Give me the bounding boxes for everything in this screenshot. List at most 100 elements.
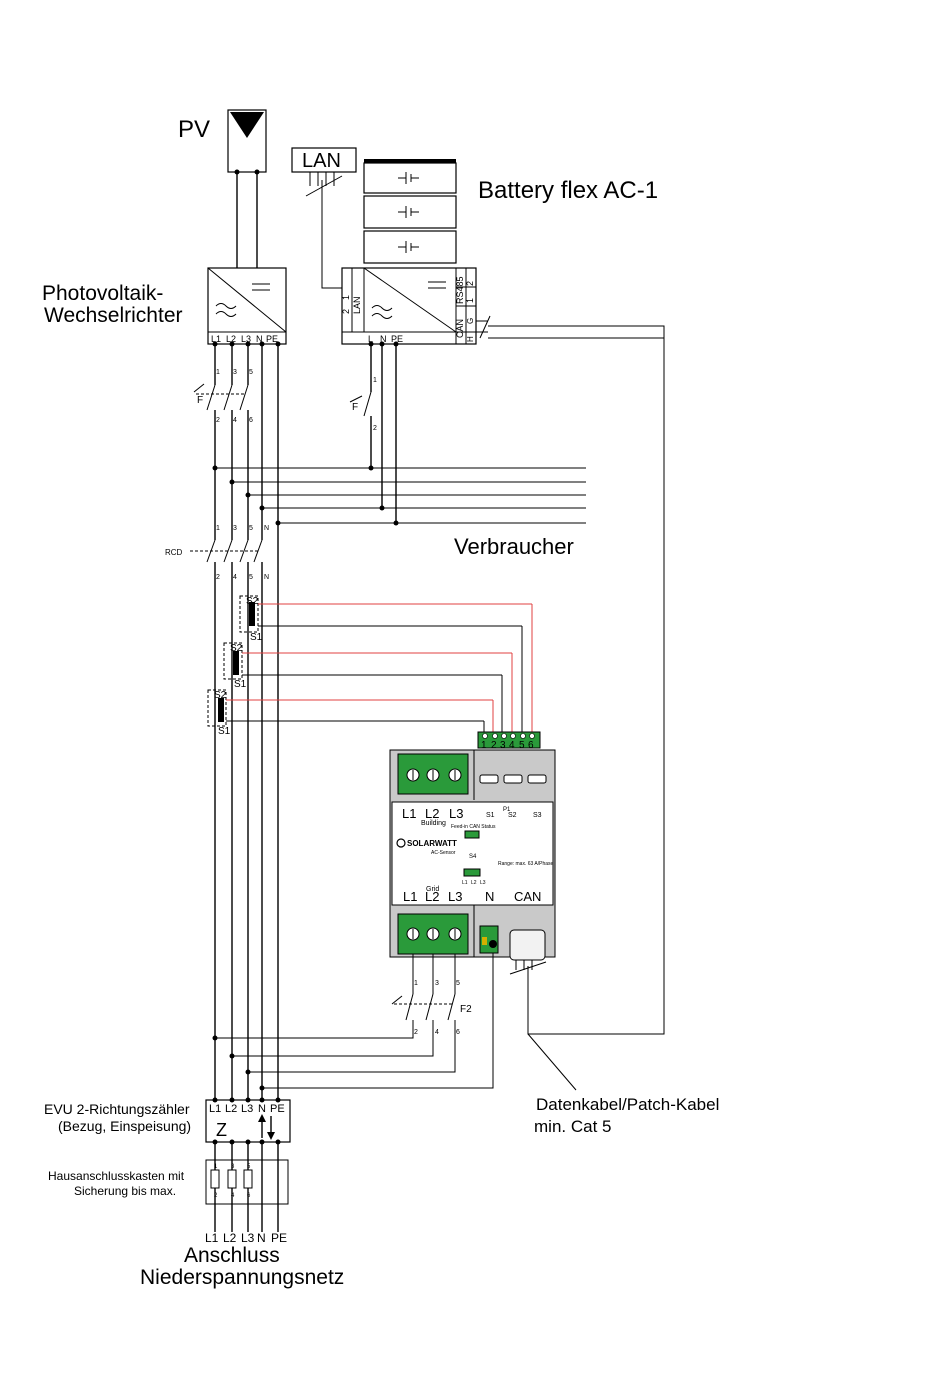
fuse-f-bottom-6: 6 bbox=[249, 417, 253, 424]
grid-term-pe: PE bbox=[271, 1231, 287, 1245]
rcd-bottom-n: N bbox=[264, 574, 269, 581]
battery-port-can: CAN bbox=[455, 319, 465, 338]
hak-bottom-4: 4 bbox=[231, 1193, 235, 1199]
grid-term-l1: L1 bbox=[205, 1231, 219, 1245]
rcd-top-n: N bbox=[264, 525, 269, 532]
ct-l3-s1: S1 bbox=[250, 632, 263, 643]
meter-brand: SOLARWATT bbox=[407, 839, 457, 848]
rcd-label: RCD bbox=[165, 548, 183, 557]
meter-feed-in: Feed-in CAN Status bbox=[451, 824, 496, 830]
hak-top-5: 5 bbox=[247, 1164, 251, 1170]
grid-term-l3: L3 bbox=[241, 1231, 255, 1245]
meter-bottom-n: N bbox=[485, 889, 494, 904]
rcd-bottom-5: 5 bbox=[249, 574, 253, 581]
battery-term-pe: PE bbox=[391, 334, 403, 344]
fuse-bat-top: 1 bbox=[373, 377, 377, 384]
fuse-f-label: F bbox=[197, 395, 203, 406]
meter-range: Range: max. 63 A/Phase bbox=[498, 861, 554, 867]
pv-inverter-title-1: Photovoltaik- bbox=[42, 282, 163, 305]
rcd-top-5: 5 bbox=[249, 525, 253, 532]
evu-meter: EVU 2-Richtungszähler (Bezug, Einspeisun… bbox=[44, 1097, 291, 1232]
pv-inverter-term-pe: PE bbox=[266, 334, 278, 344]
meter-p1: P1 bbox=[503, 807, 511, 813]
data-cable-line2: min. Cat 5 bbox=[534, 1117, 611, 1136]
meter-s4: S4 bbox=[469, 854, 477, 860]
house-connection-box: Hausanschlusskasten mit Sicherung bis ma… bbox=[48, 1159, 289, 1205]
battery-port-lan: LAN bbox=[352, 296, 362, 314]
fuse-f-top-5: 5 bbox=[249, 369, 253, 376]
fuse-f2-bottom-4: 4 bbox=[435, 1029, 439, 1036]
meter-s4-l2: L2 bbox=[471, 880, 477, 886]
battery-port-lan-1: 1 bbox=[341, 295, 351, 300]
fuse-f2-top-3: 3 bbox=[435, 980, 439, 987]
pv-inverter-title-2: Wechselrichter bbox=[44, 304, 183, 327]
battery-stack: Battery flex AC-1 bbox=[363, 159, 658, 264]
ct-l1-s2: S2 bbox=[214, 690, 227, 701]
hak-top-1: 1 bbox=[214, 1164, 218, 1170]
evu-term-n: N bbox=[258, 1103, 266, 1115]
pv-inverter-term-l1: L1 bbox=[211, 334, 221, 344]
consumers-label: Verbraucher bbox=[454, 534, 574, 559]
evu-term-l3: L3 bbox=[241, 1103, 253, 1115]
hak-bottom-6: 6 bbox=[247, 1193, 251, 1199]
ac-sensor: L1 L2 L3 Building P1 S1 S2 S3 Feed-in CA… bbox=[389, 749, 556, 961]
rcd-bottom-4: 4 bbox=[233, 574, 237, 581]
meter-s3: S3 bbox=[533, 812, 542, 819]
hak-line1: Hausanschlusskasten mit bbox=[48, 1169, 185, 1183]
sensor-terminal-block: 1 2 3 4 5 6 bbox=[477, 731, 541, 751]
pv-inverter: Photovoltaik- Wechselrichter L1 L2 L3 N … bbox=[42, 267, 287, 345]
fuse-f2-top-5: 5 bbox=[456, 980, 460, 987]
ct-l1: S2 S1 bbox=[207, 689, 493, 737]
rcd-top-1: 1 bbox=[216, 525, 220, 532]
grid-title-2: Niederspannungsnetz bbox=[140, 1266, 344, 1289]
ct-l2-s1: S1 bbox=[234, 679, 247, 690]
data-cable-line1: Datenkabel/Patch-Kabel bbox=[536, 1095, 719, 1114]
sensor-terminal-2: 2 bbox=[491, 740, 497, 751]
fuse-f2: F2 1 3 5 2 4 6 bbox=[212, 953, 494, 1091]
meter-model: AC-Sensor bbox=[431, 850, 456, 856]
meter-bottom-can: CAN bbox=[514, 889, 541, 904]
pv-inverter-term-l2: L2 bbox=[226, 334, 236, 344]
fuse-f2-bottom-2: 2 bbox=[414, 1029, 418, 1036]
meter-grid: Grid bbox=[426, 886, 439, 893]
consumer-bus: Verbraucher bbox=[212, 465, 586, 559]
data-cable: Datenkabel/Patch-Kabel min. Cat 5 bbox=[488, 325, 719, 1136]
grid-term-n: N bbox=[257, 1231, 266, 1245]
evu-line1: EVU 2-Richtungszähler bbox=[44, 1101, 190, 1117]
ct-l1-s1: S1 bbox=[218, 726, 231, 737]
battery-port-lan-2: 2 bbox=[341, 309, 351, 314]
meter-bottom-l3: L3 bbox=[448, 889, 462, 904]
ct-l2: S2 S1 bbox=[223, 642, 512, 690]
hak-bottom-2: 2 bbox=[214, 1193, 218, 1199]
grid-title-1: Anschluss bbox=[184, 1244, 280, 1267]
grid-connection: L1 L2 L3 N PE Anschluss Niederspannungsn… bbox=[140, 1231, 344, 1289]
battery-port-rs485: RS485 bbox=[455, 276, 465, 304]
grid-term-l2: L2 bbox=[223, 1231, 237, 1245]
fuse-f2-top-1: 1 bbox=[414, 980, 418, 987]
meter-top-l3: L3 bbox=[449, 806, 463, 821]
fuse-f-top-1: 1 bbox=[216, 369, 220, 376]
sensor-terminal-1: 1 bbox=[481, 740, 487, 751]
pv-inverter-term-l3: L3 bbox=[241, 334, 251, 344]
meter-top-l2: L2 bbox=[425, 806, 439, 821]
meter-s4-l3: L3 bbox=[480, 880, 486, 886]
pv-label: PV bbox=[178, 116, 210, 143]
evu-symbol: Z bbox=[216, 1120, 227, 1140]
battery-port-can-h: H bbox=[466, 336, 475, 342]
lan-label: LAN bbox=[302, 150, 341, 172]
battery-port-can-g: G bbox=[466, 318, 475, 324]
battery-term-l: L bbox=[368, 334, 373, 344]
evu-line2: (Bezug, Einspeisung) bbox=[58, 1118, 191, 1134]
meter-building: Building bbox=[421, 820, 446, 827]
ct-l2-s2: S2 bbox=[230, 643, 243, 654]
fuse-f-bottom-4: 4 bbox=[233, 417, 237, 424]
battery-inverter: LAN 1 2 RS485 1 2 CAN H G L N PE bbox=[341, 267, 491, 347]
evu-term-pe: PE bbox=[270, 1103, 285, 1115]
sensor-terminal-4: 4 bbox=[509, 740, 515, 751]
battery-feed: F 1 2 bbox=[349, 344, 397, 523]
pv-module: PV bbox=[178, 109, 267, 268]
pv-inverter-term-n: N bbox=[256, 334, 263, 344]
fuse-f: F 1 3 5 2 4 6 bbox=[193, 369, 253, 424]
battery-title: Battery flex AC-1 bbox=[478, 177, 658, 204]
